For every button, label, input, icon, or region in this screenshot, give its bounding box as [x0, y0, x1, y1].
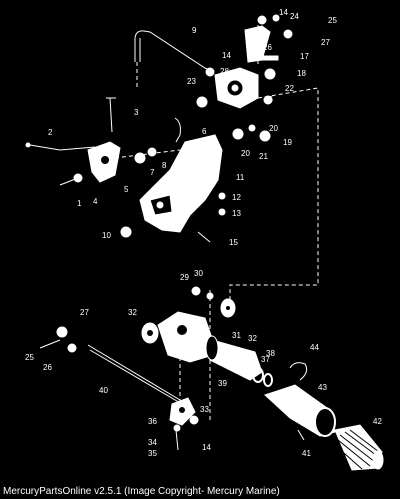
callout-label: 27 [80, 308, 89, 317]
lever-assembly [59, 141, 181, 186]
part-41-pin [297, 429, 305, 441]
callout-label: 11 [236, 173, 245, 182]
callout-label: 41 [302, 449, 311, 458]
callout-label: 40 [99, 386, 108, 395]
part-42-handle [334, 424, 384, 471]
callout-label: 36 [148, 417, 157, 426]
part-31-housing [157, 311, 263, 381]
callout-label: 43 [318, 383, 327, 392]
washers [141, 286, 236, 344]
callout-label: 26 [43, 363, 52, 372]
parts-diagram: 1 2 3 4 5 6 7 8 9 10 11 12 13 14 14 14 1… [0, 0, 400, 484]
callout-label: 10 [102, 231, 111, 240]
callout-label: 37 [261, 355, 270, 364]
callout-label: 35 [148, 449, 157, 458]
callout-label: 26 [263, 43, 272, 52]
callout-label: 30 [194, 269, 203, 278]
callout-labels: 1 2 3 4 5 6 7 8 9 10 11 12 13 14 14 14 1… [25, 8, 382, 458]
callout-label: 14 [202, 443, 211, 452]
part-44-clip [289, 362, 308, 381]
copyright-footer: MercuryPartsOnline v2.5.1 (Image Copyrig… [0, 484, 400, 499]
callout-label: 33 [200, 405, 209, 414]
callout-label: 12 [232, 193, 241, 202]
callout-label: 17 [300, 52, 309, 61]
lower-bracket [169, 397, 199, 451]
callout-label: 21 [259, 152, 268, 161]
upper-hardware [174, 14, 293, 143]
callout-label: 18 [297, 69, 306, 78]
callout-label: 31 [232, 331, 241, 340]
callout-label: 2 [48, 128, 53, 137]
callout-label: 9 [192, 26, 197, 35]
callout-label: 3 [134, 108, 139, 117]
callout-label: 22 [285, 84, 294, 93]
callout-label: 32 [128, 308, 137, 317]
callout-label: 38 [266, 349, 275, 358]
left-fittings [39, 326, 77, 353]
callout-label: 23 [187, 77, 196, 86]
callout-label: 14 [279, 8, 288, 17]
part-9-rod [134, 30, 211, 90]
part-2-link [25, 142, 96, 151]
callout-label: 7 [150, 168, 155, 177]
footer-caption: MercuryPartsOnline v2.5.1 (Image Copyrig… [3, 486, 280, 497]
callout-label: 25 [328, 16, 337, 25]
rings [252, 367, 273, 387]
part-43-grip [264, 384, 336, 437]
callout-label: 5 [124, 185, 129, 194]
callout-label: 39 [218, 379, 227, 388]
diagram-background [0, 0, 400, 484]
part-3-rod [106, 97, 116, 133]
callout-label: 13 [232, 209, 241, 218]
callout-label: 24 [290, 12, 299, 21]
callout-label: 25 [25, 353, 34, 362]
callout-label: 6 [202, 127, 207, 136]
callout-label: 15 [229, 238, 238, 247]
callout-label: 4 [93, 197, 98, 206]
callout-label: 19 [283, 138, 292, 147]
callout-label: 14 [222, 51, 231, 60]
callout-label: 34 [148, 438, 157, 447]
part-22-bracket [214, 25, 271, 109]
callout-label: 27 [321, 38, 330, 47]
callout-label: 42 [373, 417, 382, 426]
callout-label: 28 [220, 67, 229, 76]
callout-label: 20 [241, 149, 250, 158]
callout-label: 20 [269, 124, 278, 133]
callout-label: 44 [310, 343, 319, 352]
callout-label: 1 [77, 199, 82, 208]
part-11-bracket [120, 134, 226, 243]
callout-label: 16 [264, 95, 273, 104]
callout-label: 8 [162, 161, 167, 170]
callout-label: 32 [248, 334, 257, 343]
callout-label: 29 [180, 273, 189, 282]
